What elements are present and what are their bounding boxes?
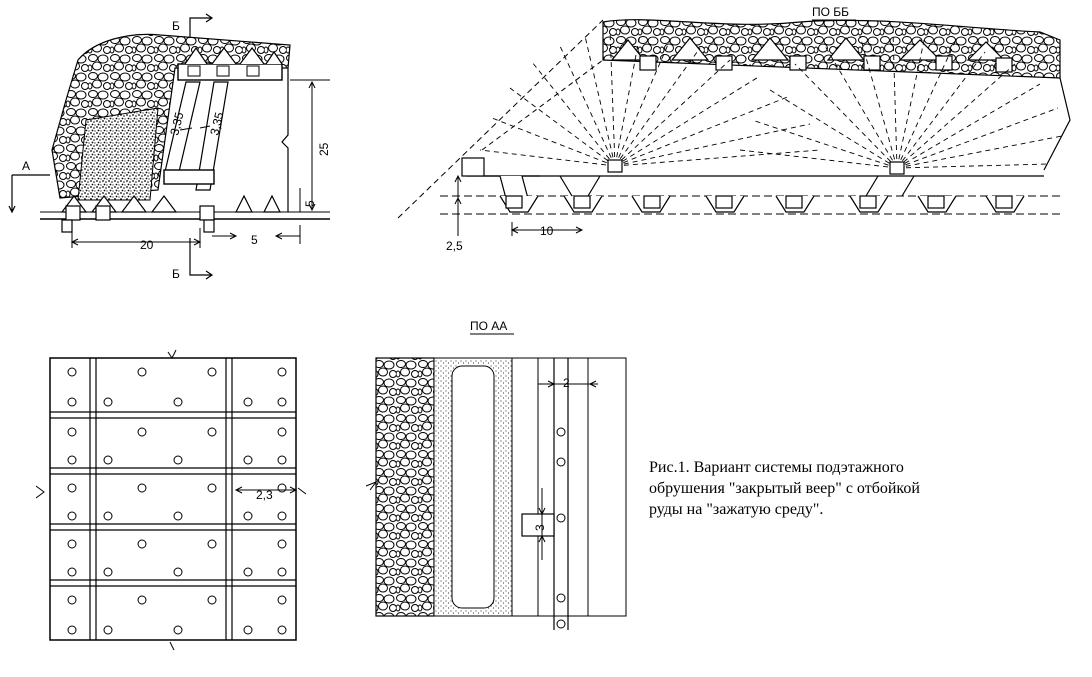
lower-drifts (60, 194, 281, 233)
section-bb: ПО ББ 2,5 10 (397, 5, 1071, 253)
caved-rock-column (375, 357, 435, 617)
fan-chamber-right (889, 161, 905, 175)
drillhole (277, 427, 287, 437)
void-column (451, 365, 495, 609)
drillhole (277, 595, 287, 605)
blast-fan-right (739, 31, 1063, 169)
dim-20: 20 (140, 238, 154, 252)
fan-chamber-left (607, 159, 623, 173)
drillhole (207, 427, 217, 437)
drillhole (137, 427, 147, 437)
drillhole (103, 511, 113, 521)
broken-ore-zone (77, 107, 159, 201)
lower-crosscut (163, 169, 215, 185)
drillhole (243, 397, 253, 407)
plan-drillholes (67, 367, 287, 635)
drillhole (277, 367, 287, 377)
figure-caption: Рис.1. Вариант системы подэтажного обруш… (649, 457, 1029, 520)
drillhole (137, 539, 147, 549)
drillhole (67, 625, 77, 635)
drillhole (173, 397, 183, 407)
vertical-section: Б Б А 3,35 3,35 25 5 20 5 (8, 13, 331, 281)
drillhole (277, 483, 287, 493)
dim-2-5: 2,5 (446, 239, 463, 253)
plan-border (49, 357, 297, 641)
drillhole (243, 625, 253, 635)
drillhole (137, 367, 147, 377)
section-bb-title: ПО ББ (812, 5, 849, 19)
section-aa: ПО АА 2 3 (365, 319, 627, 630)
section-marker-b-bottom (189, 238, 214, 280)
drillhole (67, 455, 77, 465)
dim-2-3: 2,3 (256, 488, 273, 502)
drillhole (137, 595, 147, 605)
drillhole (67, 539, 77, 549)
drillhole (67, 483, 77, 493)
dim-5-horizontal: 5 (251, 233, 258, 247)
lower-sublevel-drifts (461, 157, 1025, 213)
label-section-a: А (22, 159, 30, 173)
drillhole (137, 483, 147, 493)
drillhole (277, 539, 287, 549)
section-marker-a (8, 174, 50, 214)
drillhole (173, 455, 183, 465)
drillhole (67, 511, 77, 521)
drillhole (67, 567, 77, 577)
caption-line-1: Рис.1. Вариант системы подэтажного (649, 459, 904, 476)
drillhole (277, 455, 287, 465)
section-marker-b-top (189, 13, 214, 38)
dim-3-35-a: 3,35 (167, 110, 186, 136)
dim-3-35-b: 3,35 (207, 110, 226, 136)
dim-2: 2 (563, 376, 570, 390)
drillhole (277, 567, 287, 577)
blast-fan-left (479, 29, 821, 167)
drill-niche (521, 513, 555, 537)
upper-drifts (177, 46, 283, 81)
drillhole (67, 427, 77, 437)
dim-10: 10 (540, 224, 554, 238)
drillhole (173, 567, 183, 577)
drillhole (103, 625, 113, 635)
drillhole (243, 511, 253, 521)
drillhole (103, 397, 113, 407)
inclined-raise-right (195, 81, 229, 191)
drillhole (243, 567, 253, 577)
drillhole (67, 397, 77, 407)
drillhole (173, 625, 183, 635)
drillhole (207, 595, 217, 605)
drillhole (243, 455, 253, 465)
dim-25: 25 (317, 142, 331, 156)
section-aa-title: ПО АА (470, 319, 507, 333)
drillhole (173, 511, 183, 521)
drillhole (207, 539, 217, 549)
label-section-b-top: Б (172, 19, 180, 33)
drillhole (277, 397, 287, 407)
drillhole (277, 625, 287, 635)
caption-line-3: руды на "зажатую среду". (649, 501, 824, 518)
label-section-b-bottom: Б (172, 267, 180, 281)
drillhole (103, 455, 113, 465)
drillhole (277, 511, 287, 521)
drillhole (207, 483, 217, 493)
drillhole (67, 595, 77, 605)
drillhole (103, 567, 113, 577)
caption-line-2: обрушения "закрытый веер" с отбойкой (649, 480, 920, 497)
dim-3: 3 (533, 524, 547, 531)
dim-5-vertical: 5 (303, 200, 317, 207)
drillhole (67, 367, 77, 377)
plan-view: 2,3 (35, 349, 307, 651)
drillhole (207, 367, 217, 377)
